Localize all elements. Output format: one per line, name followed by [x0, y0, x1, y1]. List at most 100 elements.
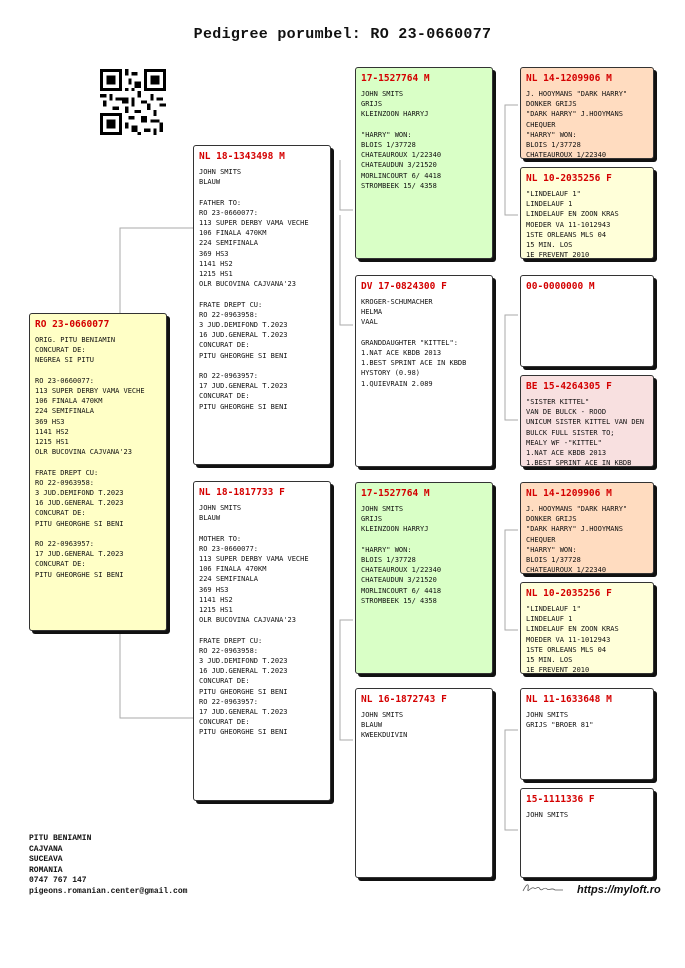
card-line: MORLINCOURT 6/ 4418	[361, 171, 442, 180]
card-line: BULCK FULL SISTER TO;	[526, 428, 615, 437]
card-line: DONKER GRIJS	[526, 100, 577, 109]
card-line	[199, 289, 325, 299]
card-line: RO 22-0963958:	[199, 310, 259, 319]
card-line: JOHN SMITS	[526, 811, 569, 819]
card-line: CONCURAT DE:	[35, 346, 86, 355]
card-line: JOHN SMITS	[361, 90, 404, 98]
card-line: BLOIS 1/37728	[361, 141, 416, 150]
card-line: 1215 HS1	[199, 606, 233, 615]
dam-sire-sire-card[interactable]: NL 14-1209906 M J. HOOYMANS "DARK HARRY"…	[520, 482, 654, 574]
card-line: JOHN SMITS	[199, 168, 242, 176]
card-line: BLOIS 1/37728	[361, 556, 416, 565]
card-line: CONCURAT DE:	[199, 341, 250, 350]
card-line: CHATEAUROUX 1/22340	[526, 566, 607, 574]
card-line: HYSTORY (0.98)	[361, 369, 421, 378]
card-line: FRATE DREPT CU:	[199, 636, 263, 645]
card-line: "LINDELAUF 1"	[526, 190, 581, 198]
card-line: 1E FREVENT 2010	[526, 666, 590, 674]
card-line: MEALY WF -"KITTEL"	[526, 438, 602, 447]
sire-dam-sire-card[interactable]: 00-0000000 M	[520, 275, 654, 367]
card-line: FRATE DREPT CU:	[35, 468, 99, 477]
card-line: FRATE DREPT CU:	[199, 300, 263, 309]
card-line: "LINDELAUF 1"	[526, 605, 581, 613]
ring-number: 15-1111336 F	[526, 794, 595, 805]
card-line: BLAUW	[361, 721, 383, 730]
card-line: ROMANIA	[29, 865, 63, 875]
card-line: LINDELAUF EN ZOON KRAS	[526, 210, 619, 219]
card-line: 3 JUD.DEMIFOND T.2023	[199, 321, 288, 330]
card-line: 369 HS3	[199, 249, 229, 258]
card-line: GRIJS	[361, 515, 383, 524]
card-line: PITU GHEORGHE SI BENI	[199, 728, 288, 737]
card-line: CONCURAT DE:	[199, 392, 250, 401]
card-line: CONCURAT DE:	[35, 509, 86, 518]
sire-sire-dam-card[interactable]: NL 10-2035256 F "LINDELAUF 1"LINDELAUF 1…	[520, 167, 654, 259]
card-line: 17 JUD.GENERAL T.2023	[199, 708, 288, 717]
ring-number: NL 11-1633648 M	[526, 694, 612, 705]
card-line: 1.BEST SPRINT ACE IN KBDB	[361, 359, 467, 368]
signature-icon	[522, 884, 563, 892]
sire-dam-dam-card[interactable]: BE 15-4264305 F "SISTER KITTEL"VAN DE BU…	[520, 375, 654, 467]
card-line: CONCURAT DE:	[35, 560, 86, 569]
dam-dam-dam-card[interactable]: 15-1111336 F JOHN SMITS	[520, 788, 654, 878]
card-line: RO 23-0660077:	[199, 208, 259, 217]
ring-number: 00-0000000 M	[526, 281, 595, 292]
card-line	[361, 328, 487, 338]
card-line: "HARRY" WON:	[361, 130, 412, 139]
card-line: 0747 767 147	[29, 876, 87, 886]
card-line: 1STE ORLEANS MLS 04	[526, 230, 607, 239]
card-line: 1141 HS2	[35, 427, 69, 436]
card-line: 1.QUIEVRAIN 2.089	[361, 379, 433, 388]
card-line: JOHN SMITS	[526, 711, 569, 719]
card-line: OLR BUCOVINA CAJVANA'23	[199, 616, 296, 625]
card-line: DONKER GRIJS	[526, 515, 577, 524]
qr-code-icon	[100, 69, 166, 135]
card-line: HELMA	[361, 308, 383, 317]
dam-sire-dam-card[interactable]: NL 10-2035256 F "LINDELAUF 1"LINDELAUF 1…	[520, 582, 654, 674]
card-line: 1.NAT ACE KBDB 2013	[361, 349, 442, 358]
card-line: MOEDER VA 11-1012943	[526, 635, 611, 644]
ring-number: NL 10-2035256 F	[526, 588, 612, 599]
card-line: RO 22-0963957:	[199, 697, 259, 706]
ring-number: 17-1527764 M	[361, 73, 430, 84]
card-line: GRANDDAUGHTER "KITTEL":	[361, 338, 458, 347]
card-line: VAN DE BULCK - ROOD	[526, 408, 607, 417]
card-notes: J. HOOYMANS "DARK HARRY"DONKER GRIJS"DAR…	[521, 502, 653, 574]
card-line: 224 SEMIFINALA	[199, 575, 259, 584]
card-line: 1141 HS2	[199, 595, 233, 604]
card-line: BLOIS 1/37728	[526, 556, 581, 565]
card-line: NEGREA SI PITU	[35, 356, 95, 365]
card-line: JOHN SMITS	[361, 505, 404, 513]
card-line: J. HOOYMANS "DARK HARRY"	[526, 90, 628, 98]
card-line: RO 22-0963957:	[199, 372, 259, 381]
card-line: 1.NAT ACE KBDB 2013	[526, 449, 607, 458]
card-line	[361, 535, 487, 545]
ring-number: NL 10-2035256 F	[526, 173, 612, 184]
card-line: CHEQUER	[526, 535, 556, 544]
card-line: 1STE ORLEANS MLS 04	[526, 645, 607, 654]
card-line: RO 22-0963957:	[35, 540, 95, 549]
card-line: CONCURAT DE:	[199, 718, 250, 727]
sire-sire-sire-card[interactable]: NL 14-1209906 M J. HOOYMANS "DARK HARRY"…	[520, 67, 654, 159]
card-line: 106 FINALA 470KM	[199, 565, 267, 574]
ring-number: RO 23-0660077	[35, 319, 110, 330]
card-line: 17 JUD.GENERAL T.2023	[35, 550, 124, 559]
card-line: CONCURAT DE:	[199, 677, 250, 686]
card-line: ORIG. PITU BENIAMIN	[35, 336, 116, 344]
card-line: 224 SEMIFINALA	[35, 407, 95, 416]
subject-card[interactable]: RO 23-0660077 ORIG. PITU BENIAMIN CONCURA…	[29, 313, 167, 631]
card-line: STROMBEEK 15/ 4358	[361, 596, 437, 605]
website-link[interactable]: https://myloft.ro	[577, 884, 661, 896]
